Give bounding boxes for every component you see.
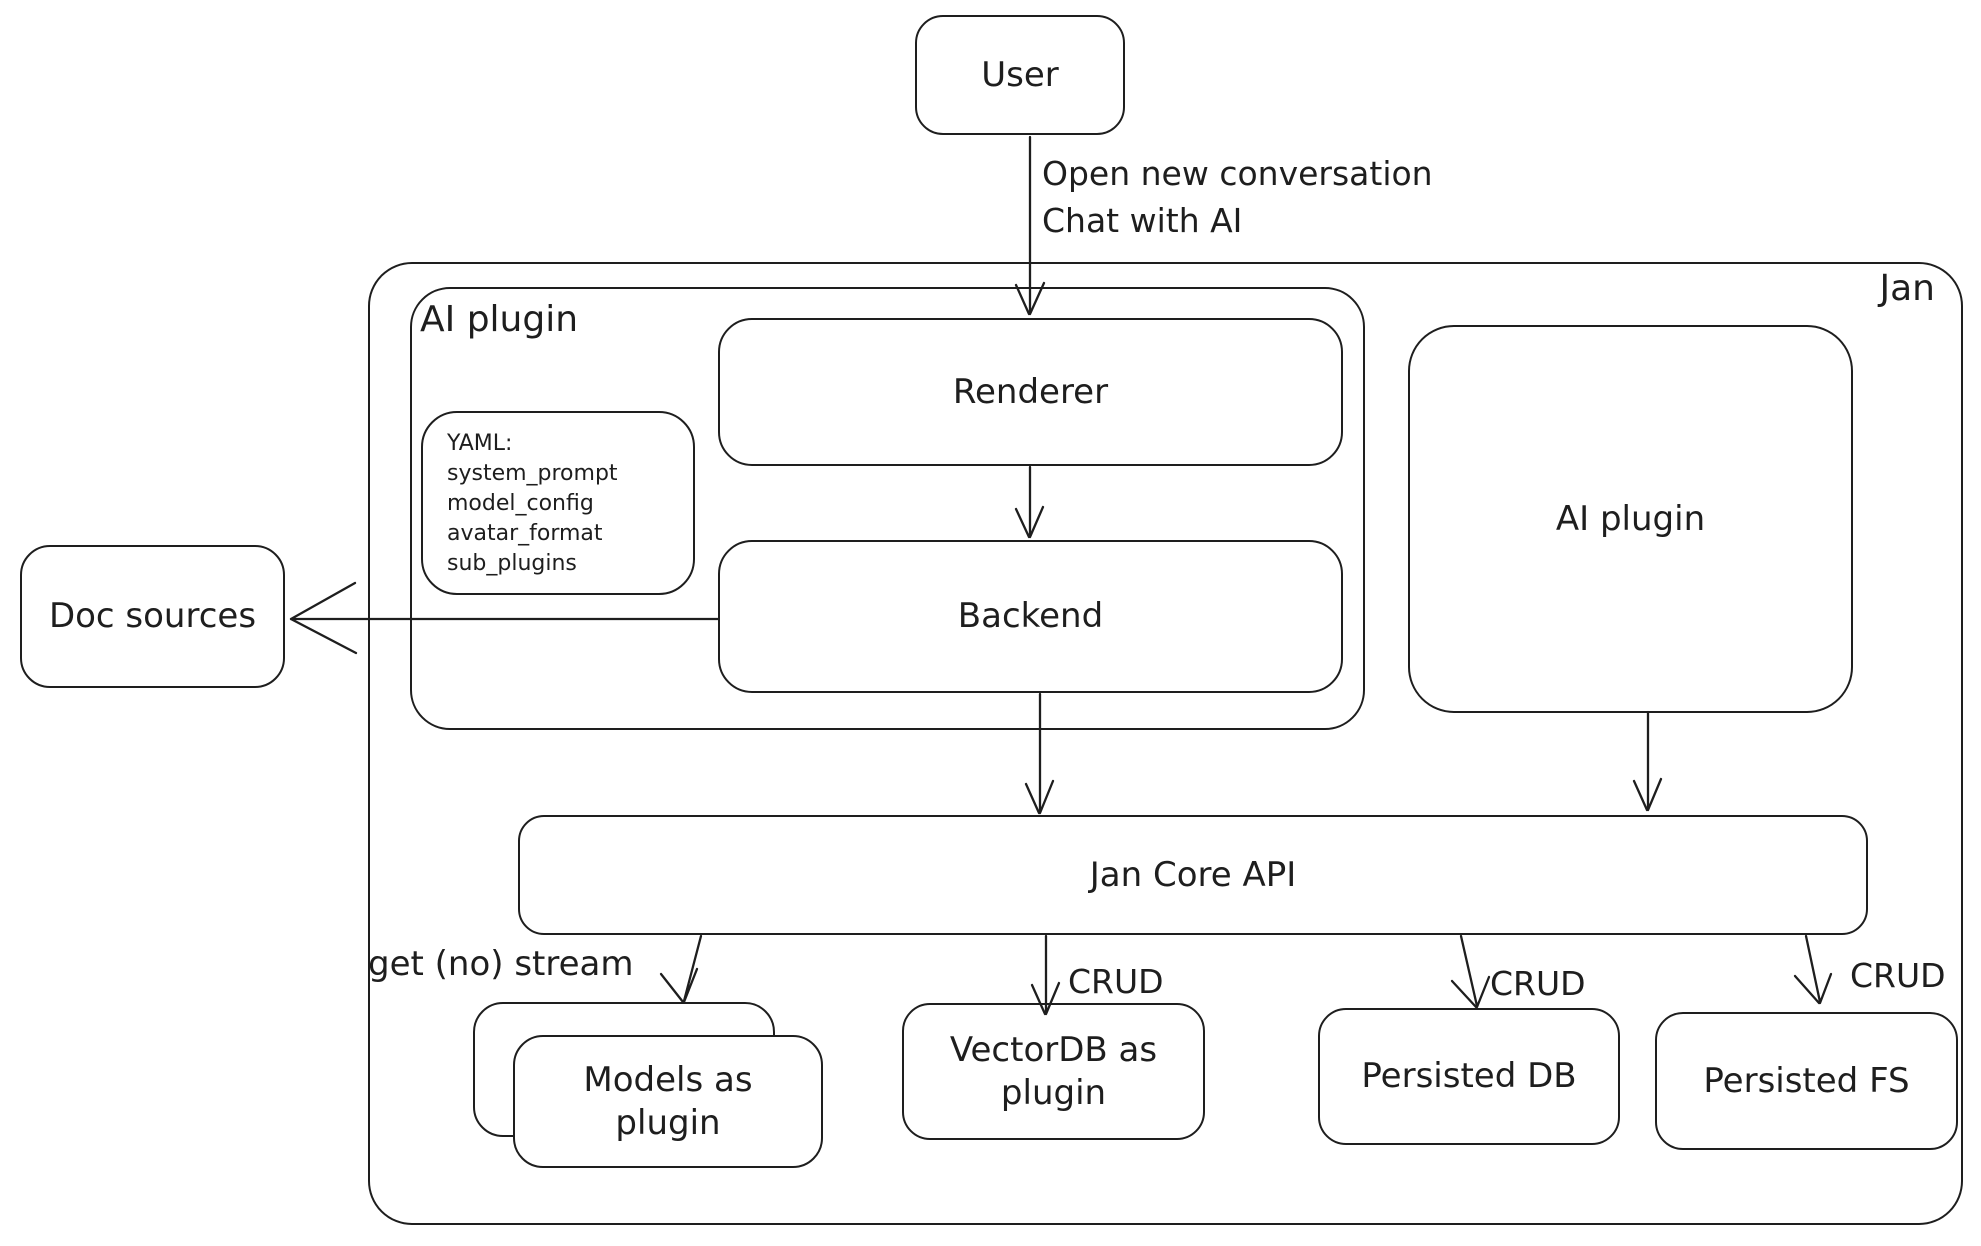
vectordb-node-label: VectorDB as plugin [949, 1030, 1158, 1113]
renderer-node-label: Renderer [952, 371, 1109, 412]
persisted-fs-node-label: Persisted FS [1703, 1060, 1910, 1101]
jan-core-api-node-label: Jan Core API [1089, 854, 1297, 895]
jan-core-api-node: Jan Core API [518, 815, 1868, 935]
jan-container-label: Jan [1879, 268, 1936, 309]
ai-plugin-container: AI plugin [410, 287, 1365, 730]
yaml-note-line: system_prompt [447, 461, 618, 486]
jan-container: Jan [368, 262, 1963, 1225]
vectordb-node: VectorDB as plugin [902, 1003, 1205, 1140]
ai-plugin-container-label: AI plugin [420, 299, 579, 340]
edge-label-crud-persisted-db: CRUD [1490, 964, 1586, 1003]
persisted-db-node-label: Persisted DB [1361, 1056, 1577, 1097]
models-node-label: Models as plugin [583, 1060, 753, 1143]
persisted-db-node: Persisted DB [1318, 1008, 1620, 1145]
edge-label-crud-vectordb: CRUD [1068, 962, 1164, 1001]
yaml-note: YAML: system_prompt model_config avatar_… [421, 411, 695, 595]
edge-label-get-no-stream: get (no) stream [368, 944, 634, 984]
edge-label-open-conversation-line1: Open new conversation [1042, 154, 1433, 193]
edge-label-open-conversation: Open new conversation Chat with AI [1042, 150, 1433, 244]
yaml-note-line: model_config [447, 491, 594, 516]
yaml-note-title: YAML: [447, 431, 513, 456]
backend-node: Backend [718, 540, 1343, 693]
yaml-note-line: avatar_format [447, 521, 603, 546]
edge-label-open-conversation-line2: Chat with AI [1042, 201, 1243, 240]
backend-node-label: Backend [957, 596, 1104, 637]
persisted-fs-node: Persisted FS [1655, 1012, 1958, 1150]
user-node: User [915, 15, 1125, 135]
yaml-note-line: sub_plugins [447, 551, 577, 576]
doc-sources-node-label: Doc sources [48, 596, 257, 637]
user-node-label: User [981, 54, 1059, 95]
ai-plugin-node-label: AI plugin [1555, 498, 1706, 539]
models-node: Models as plugin [513, 1035, 823, 1168]
ai-plugin-node: AI plugin [1408, 325, 1853, 713]
doc-sources-node: Doc sources [20, 545, 285, 688]
renderer-node: Renderer [718, 318, 1343, 466]
edge-label-crud-persisted-fs: CRUD [1850, 956, 1946, 995]
